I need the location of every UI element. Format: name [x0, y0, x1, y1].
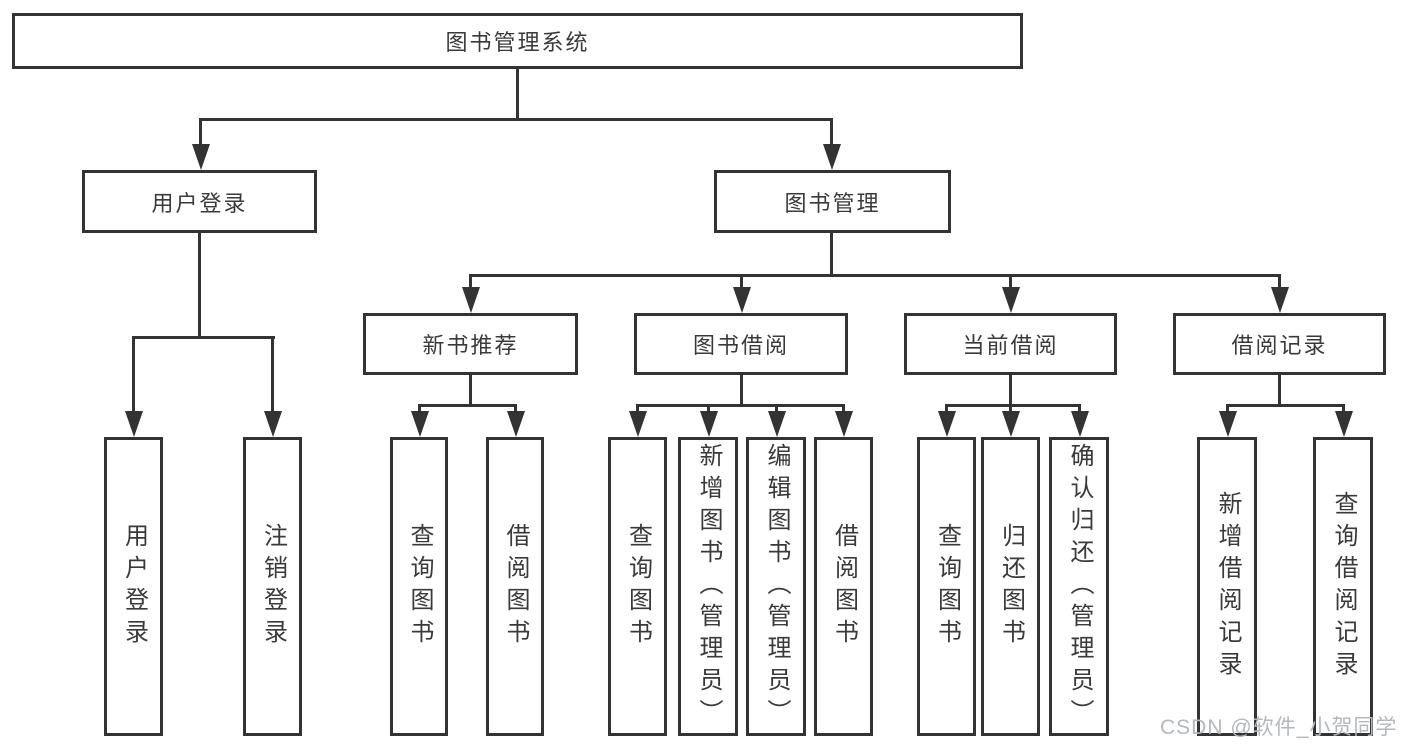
connector-arrow-line: [830, 118, 833, 146]
leaf-borrowing-add-books-admin-label: 新增图书（管理员）: [695, 442, 722, 731]
connector-root-stem: [516, 69, 519, 121]
node-user-login-label: 用户登录: [151, 190, 248, 216]
node-current-borrowing: 当前借阅: [904, 313, 1117, 375]
node-book-management-label: 图书管理: [784, 190, 881, 216]
node-library-system-label: 图书管理系统: [445, 30, 590, 55]
connector-arrow-line: [1342, 404, 1345, 414]
node-book-management: 图书管理: [714, 170, 951, 233]
arrow-down-icon: [1271, 287, 1289, 313]
leaf-borrowing-edit-books-admin-label: 编辑图书（管理员）: [763, 442, 790, 731]
leaf-records-query-record-label: 查询借阅记录: [1330, 490, 1357, 683]
connector-arrow-line: [514, 404, 517, 414]
watermark: CSDN @软件_小贺同学: [1160, 716, 1398, 739]
connector-arrow-line: [132, 336, 135, 413]
leaf-newbooks-query-books: 查询图书: [390, 437, 448, 736]
node-book-borrowing: 图书借阅: [634, 313, 848, 375]
arrow-down-icon: [125, 411, 143, 437]
leaf-borrowing-borrow-books: 借阅图书: [814, 437, 873, 736]
leaf-current-return-books: 归还图书: [981, 437, 1040, 736]
leaf-borrowing-query-books-label: 查询图书: [624, 522, 652, 651]
connector-arrow-line: [1078, 404, 1081, 414]
leaf-borrowing-query-books: 查询图书: [608, 437, 667, 736]
node-new-book-recommend: 新书推荐: [363, 313, 578, 375]
connector-current-stem: [1009, 375, 1012, 407]
connector-records-stem: [1278, 375, 1281, 407]
leaf-current-query-books-label: 查询图书: [933, 522, 961, 651]
connector-arrow-line: [1009, 274, 1012, 289]
arrow-down-icon: [700, 411, 718, 437]
arrow-down-icon: [1335, 411, 1353, 437]
connector-current-rail: [945, 404, 1081, 407]
connector-arrow-line: [945, 404, 948, 414]
leaf-newbooks-borrow-books-label: 借阅图书: [502, 522, 529, 651]
connector-arrow-line: [842, 404, 845, 414]
leaf-borrowing-add-books-admin: 新增图书（管理员）: [678, 437, 738, 736]
leaf-current-query-books: 查询图书: [917, 437, 976, 736]
arrow-down-icon: [823, 144, 841, 170]
arrow-down-icon: [1002, 411, 1020, 437]
node-current-borrowing-label: 当前借阅: [962, 333, 1059, 358]
connector-arrow-line: [271, 336, 274, 413]
connector-arrow-line: [740, 274, 743, 289]
arrow-down-icon: [938, 411, 956, 437]
leaf-current-return-books-label: 归还图书: [997, 522, 1025, 651]
connector-arrow-line: [199, 118, 202, 146]
connector-arrow-line: [1278, 274, 1281, 289]
node-new-book-recommend-label: 新书推荐: [422, 333, 519, 358]
arrow-down-icon: [768, 411, 786, 437]
connector-arrow-line: [775, 404, 778, 414]
connector-arrow-line: [707, 404, 710, 414]
connector-arrow-line: [1226, 404, 1229, 414]
connector-new-books-stem: [469, 375, 472, 407]
connector-user-login-rail: [132, 336, 275, 339]
arrow-down-icon: [192, 144, 210, 170]
arrow-down-icon: [411, 411, 429, 437]
connector-book-management-stem: [830, 233, 833, 276]
connector-arrow-line: [636, 404, 639, 414]
node-borrowing-records: 借阅记录: [1173, 313, 1386, 375]
connector-user-login-stem: [198, 233, 201, 336]
leaf-newbooks-borrow-books: 借阅图书: [486, 437, 544, 736]
arrow-down-icon: [1071, 411, 1089, 437]
leaf-borrowing-edit-books-admin: 编辑图书（管理员）: [746, 437, 806, 736]
connector-borrowing-rail: [636, 404, 845, 407]
connector-records-rail: [1226, 404, 1345, 407]
leaf-current-confirm-return-admin: 确认归还（管理员）: [1049, 437, 1109, 736]
leaf-logout-label: 注销登录: [259, 522, 287, 651]
connector-new-books-rail: [418, 404, 517, 407]
leaf-records-query-record: 查询借阅记录: [1313, 437, 1373, 736]
leaf-records-add-record-label: 新增借阅记录: [1214, 490, 1241, 683]
connector-arrow-line: [469, 274, 472, 289]
node-library-system: 图书管理系统: [12, 13, 1023, 69]
leaf-records-add-record: 新增借阅记录: [1197, 437, 1257, 736]
leaf-user-login-label: 用户登录: [120, 522, 148, 651]
arrow-down-icon: [629, 411, 647, 437]
node-book-borrowing-label: 图书借阅: [692, 333, 789, 358]
connector-level1-rail: [199, 118, 832, 121]
connector-borrowing-stem: [740, 375, 743, 407]
leaf-borrowing-borrow-books-label: 借阅图书: [830, 522, 858, 651]
connector-arrow-line: [1009, 404, 1012, 414]
arrow-down-icon: [462, 287, 480, 313]
arrow-down-icon: [264, 411, 282, 437]
arrow-down-icon: [1219, 411, 1237, 437]
leaf-user-login: 用户登录: [104, 437, 163, 736]
leaf-logout: 注销登录: [243, 437, 302, 736]
arrow-down-icon: [835, 411, 853, 437]
connector-level2-rail: [469, 274, 1281, 277]
arrow-down-icon: [507, 411, 525, 437]
leaf-current-confirm-return-admin-label: 确认归还（管理员）: [1066, 442, 1093, 731]
leaf-newbooks-query-books-label: 查询图书: [406, 522, 433, 651]
arrow-down-icon: [1002, 287, 1020, 313]
connector-arrow-line: [418, 404, 421, 414]
node-borrowing-records-label: 借阅记录: [1231, 333, 1328, 358]
arrow-down-icon: [733, 287, 751, 313]
node-user-login: 用户登录: [82, 170, 317, 233]
